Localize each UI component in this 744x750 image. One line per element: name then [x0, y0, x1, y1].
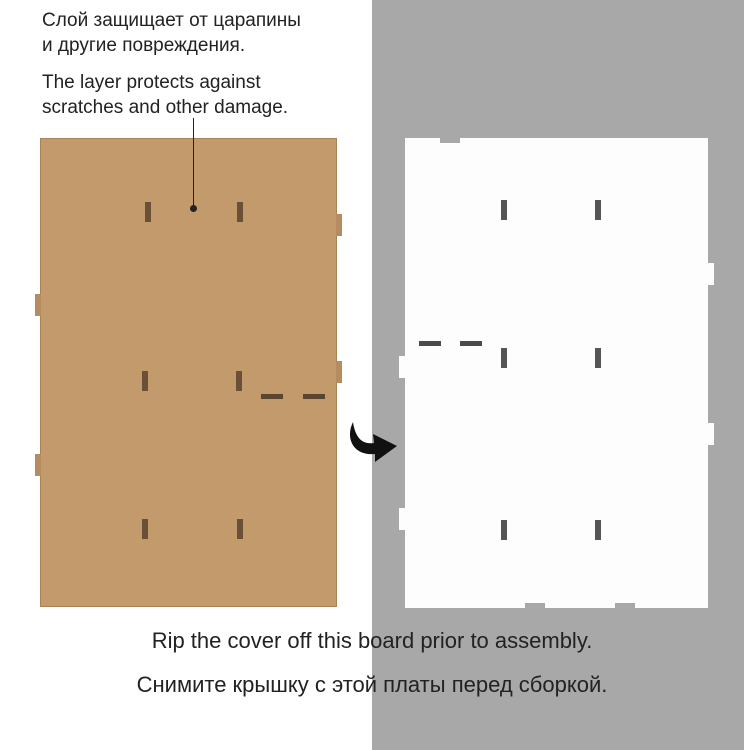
slot	[501, 200, 507, 220]
cut-line	[460, 341, 482, 346]
cut-line	[261, 394, 283, 399]
slot	[237, 519, 243, 539]
board-tab	[708, 423, 714, 445]
board-tab	[336, 361, 342, 383]
note-ru-line2: и другие повреждения.	[42, 35, 246, 56]
slot	[142, 519, 148, 539]
slot	[145, 202, 151, 222]
slot	[237, 202, 243, 222]
pointer-dot	[190, 205, 197, 212]
cut-line	[303, 394, 325, 399]
slot	[142, 371, 148, 391]
edge-notch	[615, 603, 635, 608]
board-tab	[399, 356, 405, 378]
caption-ru: Снимите крышку с этой платы перед сборко…	[136, 672, 608, 697]
cardboard-covered-board	[35, 138, 342, 607]
board-tab	[336, 214, 342, 236]
curved-arrow-icon	[349, 422, 397, 462]
board-tab	[708, 263, 714, 285]
slot	[501, 520, 507, 540]
slot	[501, 348, 507, 368]
board-tab	[399, 508, 405, 530]
pointer-line	[193, 118, 194, 208]
edge-notch	[525, 603, 545, 608]
slot	[236, 371, 242, 391]
slot	[595, 348, 601, 368]
slot	[595, 200, 601, 220]
cut-line	[419, 341, 441, 346]
caption-en: Rip the cover off this board prior to as…	[151, 628, 593, 653]
note-ru-line1: Слой защищает от царапины	[42, 10, 301, 31]
board-tab	[35, 454, 41, 476]
slot	[595, 520, 601, 540]
note-en-line2: scratches and other damage.	[42, 97, 289, 118]
board-tab	[35, 294, 41, 316]
white-board	[399, 138, 714, 608]
note-en-line1: The layer protects against	[42, 72, 261, 93]
edge-notch	[440, 138, 460, 143]
